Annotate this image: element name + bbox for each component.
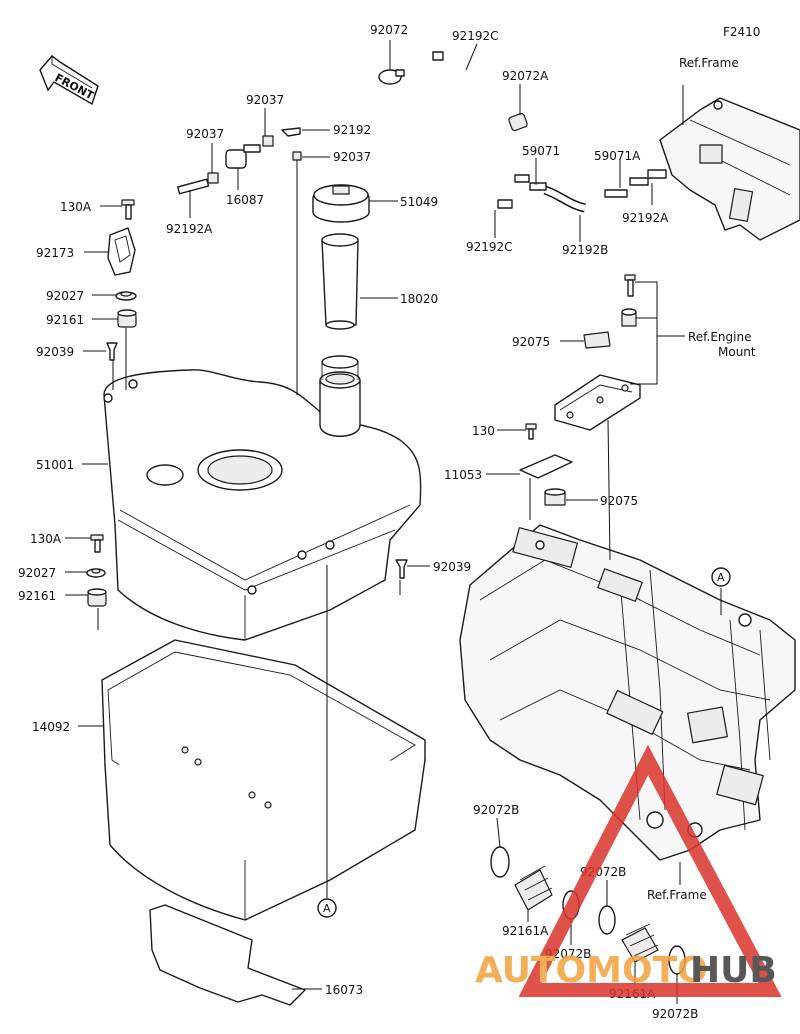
damper-92161-bottom-icon — [87, 588, 107, 607]
callout-92192C-bottom: 92192C — [466, 240, 513, 254]
callout-92072B-1: 92072B — [473, 803, 519, 817]
callout-92161-top: 92161 — [46, 313, 84, 327]
callout-130: 130 — [472, 424, 495, 438]
callout-92039-left: 92039 — [36, 345, 74, 359]
marker-a-right: A — [711, 567, 731, 587]
callout-59071: 59071 — [522, 144, 560, 158]
callout-18020: 18020 — [400, 292, 438, 306]
bolt-130A-top-icon — [121, 199, 135, 220]
fuel-hose-assembly — [401, 51, 667, 213]
clamp-92072B-3-icon — [598, 905, 616, 935]
ref-frame-top: Ref.Frame — [679, 56, 739, 70]
callout-92192C-top: 92192C — [452, 29, 499, 43]
damper-92161A-2-icon — [621, 923, 659, 963]
callout-59071A: 59071A — [594, 149, 641, 163]
svg-text:A: A — [717, 571, 725, 584]
callout-92192A-left: 92192A — [166, 222, 213, 236]
callout-92161A-1: 92161A — [502, 924, 549, 938]
callout-92027-bottom: 92027 — [18, 566, 56, 580]
callout-16087: 16087 — [226, 193, 264, 207]
callout-130A-top: 130A — [60, 200, 92, 214]
damper-92161A-1-icon — [514, 865, 553, 911]
ref-engine-label: Ref.Engine — [688, 330, 751, 344]
vent-fittings — [177, 127, 302, 195]
callout-92027-top: 92027 — [46, 289, 84, 303]
callout-92173: 92173 — [36, 246, 74, 260]
callout-92037-b: 92037 — [186, 127, 224, 141]
callout-92072B-4: 92072B — [652, 1007, 698, 1021]
rubber-mat — [149, 904, 306, 1006]
callout-92192: 92192 — [333, 123, 371, 137]
callout-92192B: 92192B — [562, 243, 608, 257]
callout-92075-top: 92075 — [512, 335, 550, 349]
callout-51001: 51001 — [36, 458, 74, 472]
fuel-cap — [312, 184, 370, 223]
clip-92039-left-icon — [106, 342, 118, 361]
bolt-130A-bottom-icon — [90, 534, 104, 553]
callout-92072: 92072 — [370, 23, 408, 37]
figure-code: F2410 — [723, 25, 760, 39]
collar-92027-top-icon — [115, 291, 137, 301]
collar-92027-bottom-icon — [86, 568, 106, 578]
watermark-triangle-icon — [518, 744, 782, 997]
svg-text:A: A — [323, 902, 331, 915]
callout-14092: 14092 — [32, 720, 70, 734]
callout-92037-a: 92037 — [246, 93, 284, 107]
callout-16073: 16073 — [325, 983, 363, 997]
callout-92192A-right: 92192A — [622, 211, 669, 225]
ref-engine-mount-label: Mount — [718, 345, 756, 359]
callout-92037-c: 92037 — [333, 150, 371, 164]
clamp-92072B-1-icon — [490, 846, 510, 878]
vehicle-frame — [459, 524, 796, 861]
hose-clip-92072A-icon — [508, 112, 528, 132]
fuel-tank — [103, 355, 422, 641]
callout-130A-bottom: 130A — [30, 532, 62, 546]
watermark-logo: AUTOMOTO HUB — [475, 744, 782, 997]
damper-92161-top-icon — [117, 309, 137, 328]
watermark-text-secondary: HUB — [690, 950, 777, 991]
front-arrow-icon: FRONT — [39, 55, 99, 106]
callout-51049: 51049 — [400, 195, 438, 209]
clip-92039-right-icon — [395, 559, 408, 579]
callout-92039-right: 92039 — [433, 560, 471, 574]
frame-upper-section — [659, 97, 800, 241]
fuel-strainer — [321, 233, 359, 330]
callout-92072A: 92072A — [502, 69, 549, 83]
leader-lines — [65, 40, 722, 1004]
marker-a-bottom: A — [317, 898, 337, 918]
watermark-text-primary: AUTOMOTO — [475, 950, 708, 991]
ref-frame-bottom: Ref.Frame — [647, 888, 707, 902]
callout-92161-bottom: 92161 — [18, 589, 56, 603]
bracket-92173 — [107, 227, 136, 276]
hose-clip-92072-icon — [378, 69, 405, 85]
callout-11053: 11053 — [444, 468, 482, 482]
tank-tray — [101, 639, 426, 921]
engine-mount-parts — [519, 274, 641, 506]
callout-92075-bottom: 92075 — [600, 494, 638, 508]
